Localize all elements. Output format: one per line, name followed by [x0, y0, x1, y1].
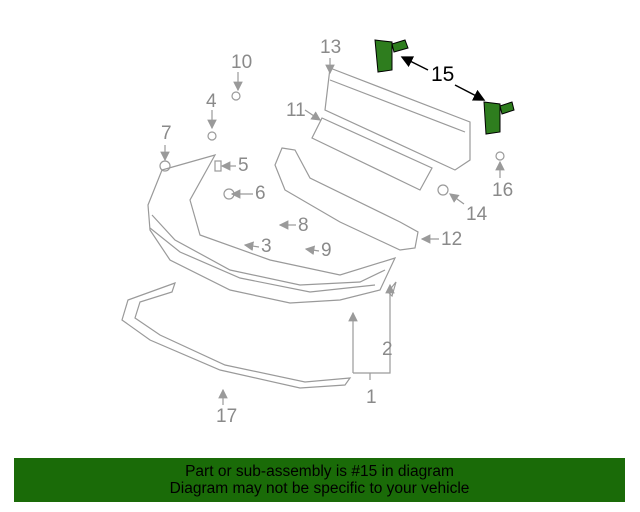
banner-line-disclaimer: Diagram may not be specific to your vehi… [169, 480, 470, 497]
reinforcement [324, 67, 471, 171]
callout-10: 10 [231, 52, 253, 73]
callout-15[interactable]: 15 [431, 63, 455, 86]
callout-7: 7 [161, 123, 172, 144]
info-banner: Part or sub-assembly is #15 in diagram D… [14, 458, 625, 502]
bumper-cover [147, 154, 397, 304]
diagram-drawing [121, 39, 515, 405]
callout-3: 3 [261, 236, 272, 257]
callout-11: 11 [286, 100, 306, 121]
callout-2: 2 [382, 339, 393, 360]
strip [311, 117, 433, 191]
parts-diagram: 1 2 3 4 5 6 7 8 9 10 11 12 13 14 15 16 1… [121, 37, 515, 427]
callout-6: 6 [255, 183, 266, 204]
part-15-brackets [374, 39, 515, 135]
callout-4: 4 [206, 91, 217, 112]
callout-8: 8 [298, 215, 309, 236]
callout-14: 14 [466, 204, 488, 225]
callout-9: 9 [321, 240, 332, 261]
callout-5: 5 [238, 155, 249, 176]
banner-line-part: Part or sub-assembly is #15 in diagram [185, 463, 454, 480]
callout-16: 16 [492, 180, 514, 201]
callout-13: 13 [320, 37, 342, 58]
energy-absorber [274, 147, 419, 251]
callout-12: 12 [441, 229, 463, 250]
lower-molding [121, 282, 352, 389]
callout-17: 17 [216, 406, 238, 427]
callout-1: 1 [366, 387, 377, 408]
